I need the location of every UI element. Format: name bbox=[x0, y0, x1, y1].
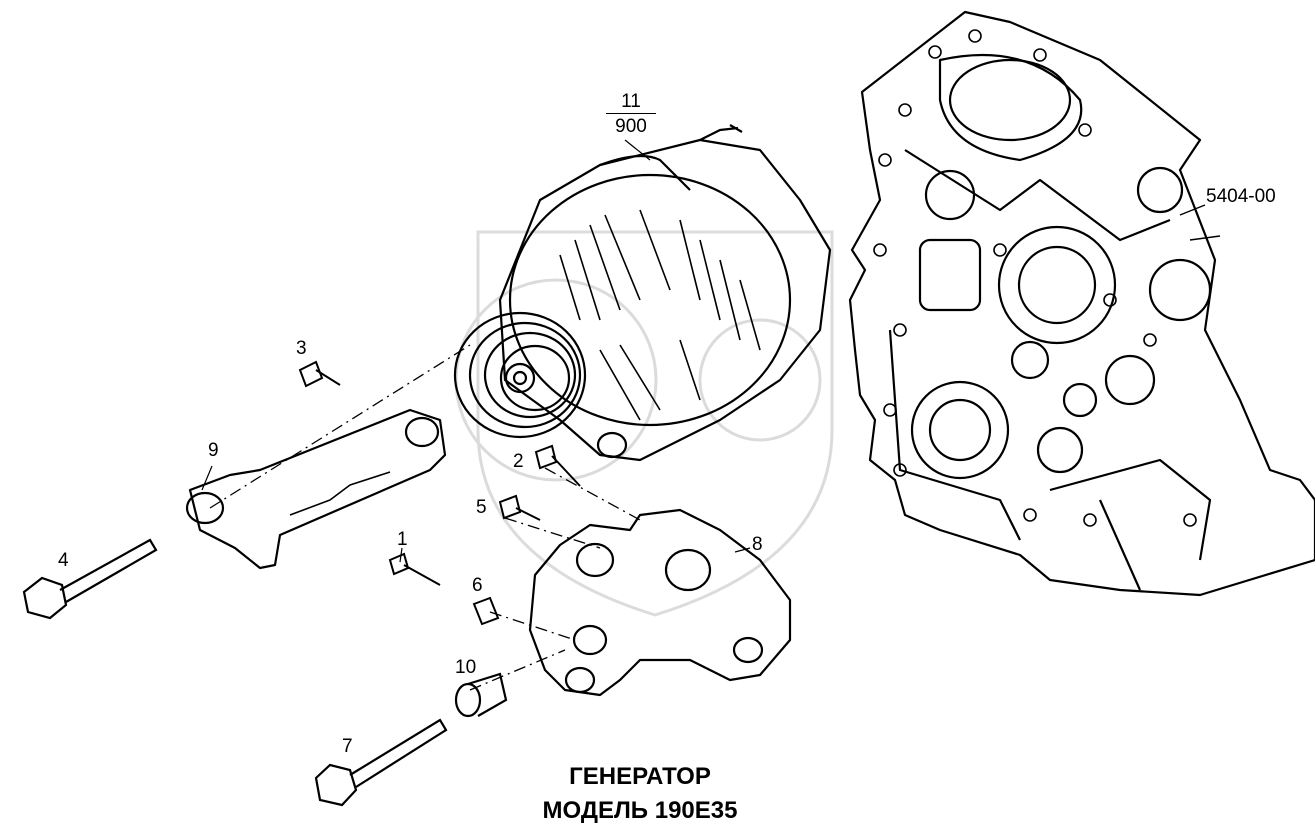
spacer-part-6 bbox=[472, 596, 500, 626]
callout-1: 1 bbox=[397, 529, 408, 550]
leader-lines bbox=[201, 139, 751, 563]
callout-2: 2 bbox=[513, 451, 524, 472]
watermark-logo bbox=[454, 230, 834, 617]
diagram-caption: ГЕНЕРАТОР МОДЕЛЬ 190E35 bbox=[480, 760, 800, 828]
callout-8: 8 bbox=[752, 534, 763, 555]
callout-6: 6 bbox=[472, 575, 483, 596]
callout-9: 9 bbox=[208, 440, 219, 461]
callout-3: 3 bbox=[296, 338, 307, 359]
bracket-part-8 bbox=[528, 508, 792, 697]
assembly-lines bbox=[209, 344, 641, 691]
assembly-reference: 11 900 bbox=[606, 92, 656, 136]
bolt-part-7 bbox=[314, 718, 448, 807]
small-bolts bbox=[298, 360, 581, 586]
engine-block bbox=[848, 10, 1315, 597]
assembly-ref-numerator: 11 bbox=[606, 92, 656, 114]
bushing-part-10 bbox=[454, 672, 508, 718]
callout-4: 4 bbox=[58, 550, 69, 571]
assembly-ref-denominator: 900 bbox=[615, 116, 647, 137]
caption-model: МОДЕЛЬ 190E35 bbox=[542, 797, 738, 824]
callout-7: 7 bbox=[342, 736, 353, 757]
callout-10: 10 bbox=[455, 657, 477, 678]
callout-5: 5 bbox=[476, 497, 487, 518]
bolt-part-4 bbox=[22, 538, 158, 620]
bracket-part-9 bbox=[185, 408, 447, 570]
caption-title: ГЕНЕРАТОР bbox=[569, 763, 711, 790]
reference-code: 5404-00 bbox=[1206, 186, 1276, 207]
alternator bbox=[453, 124, 832, 462]
